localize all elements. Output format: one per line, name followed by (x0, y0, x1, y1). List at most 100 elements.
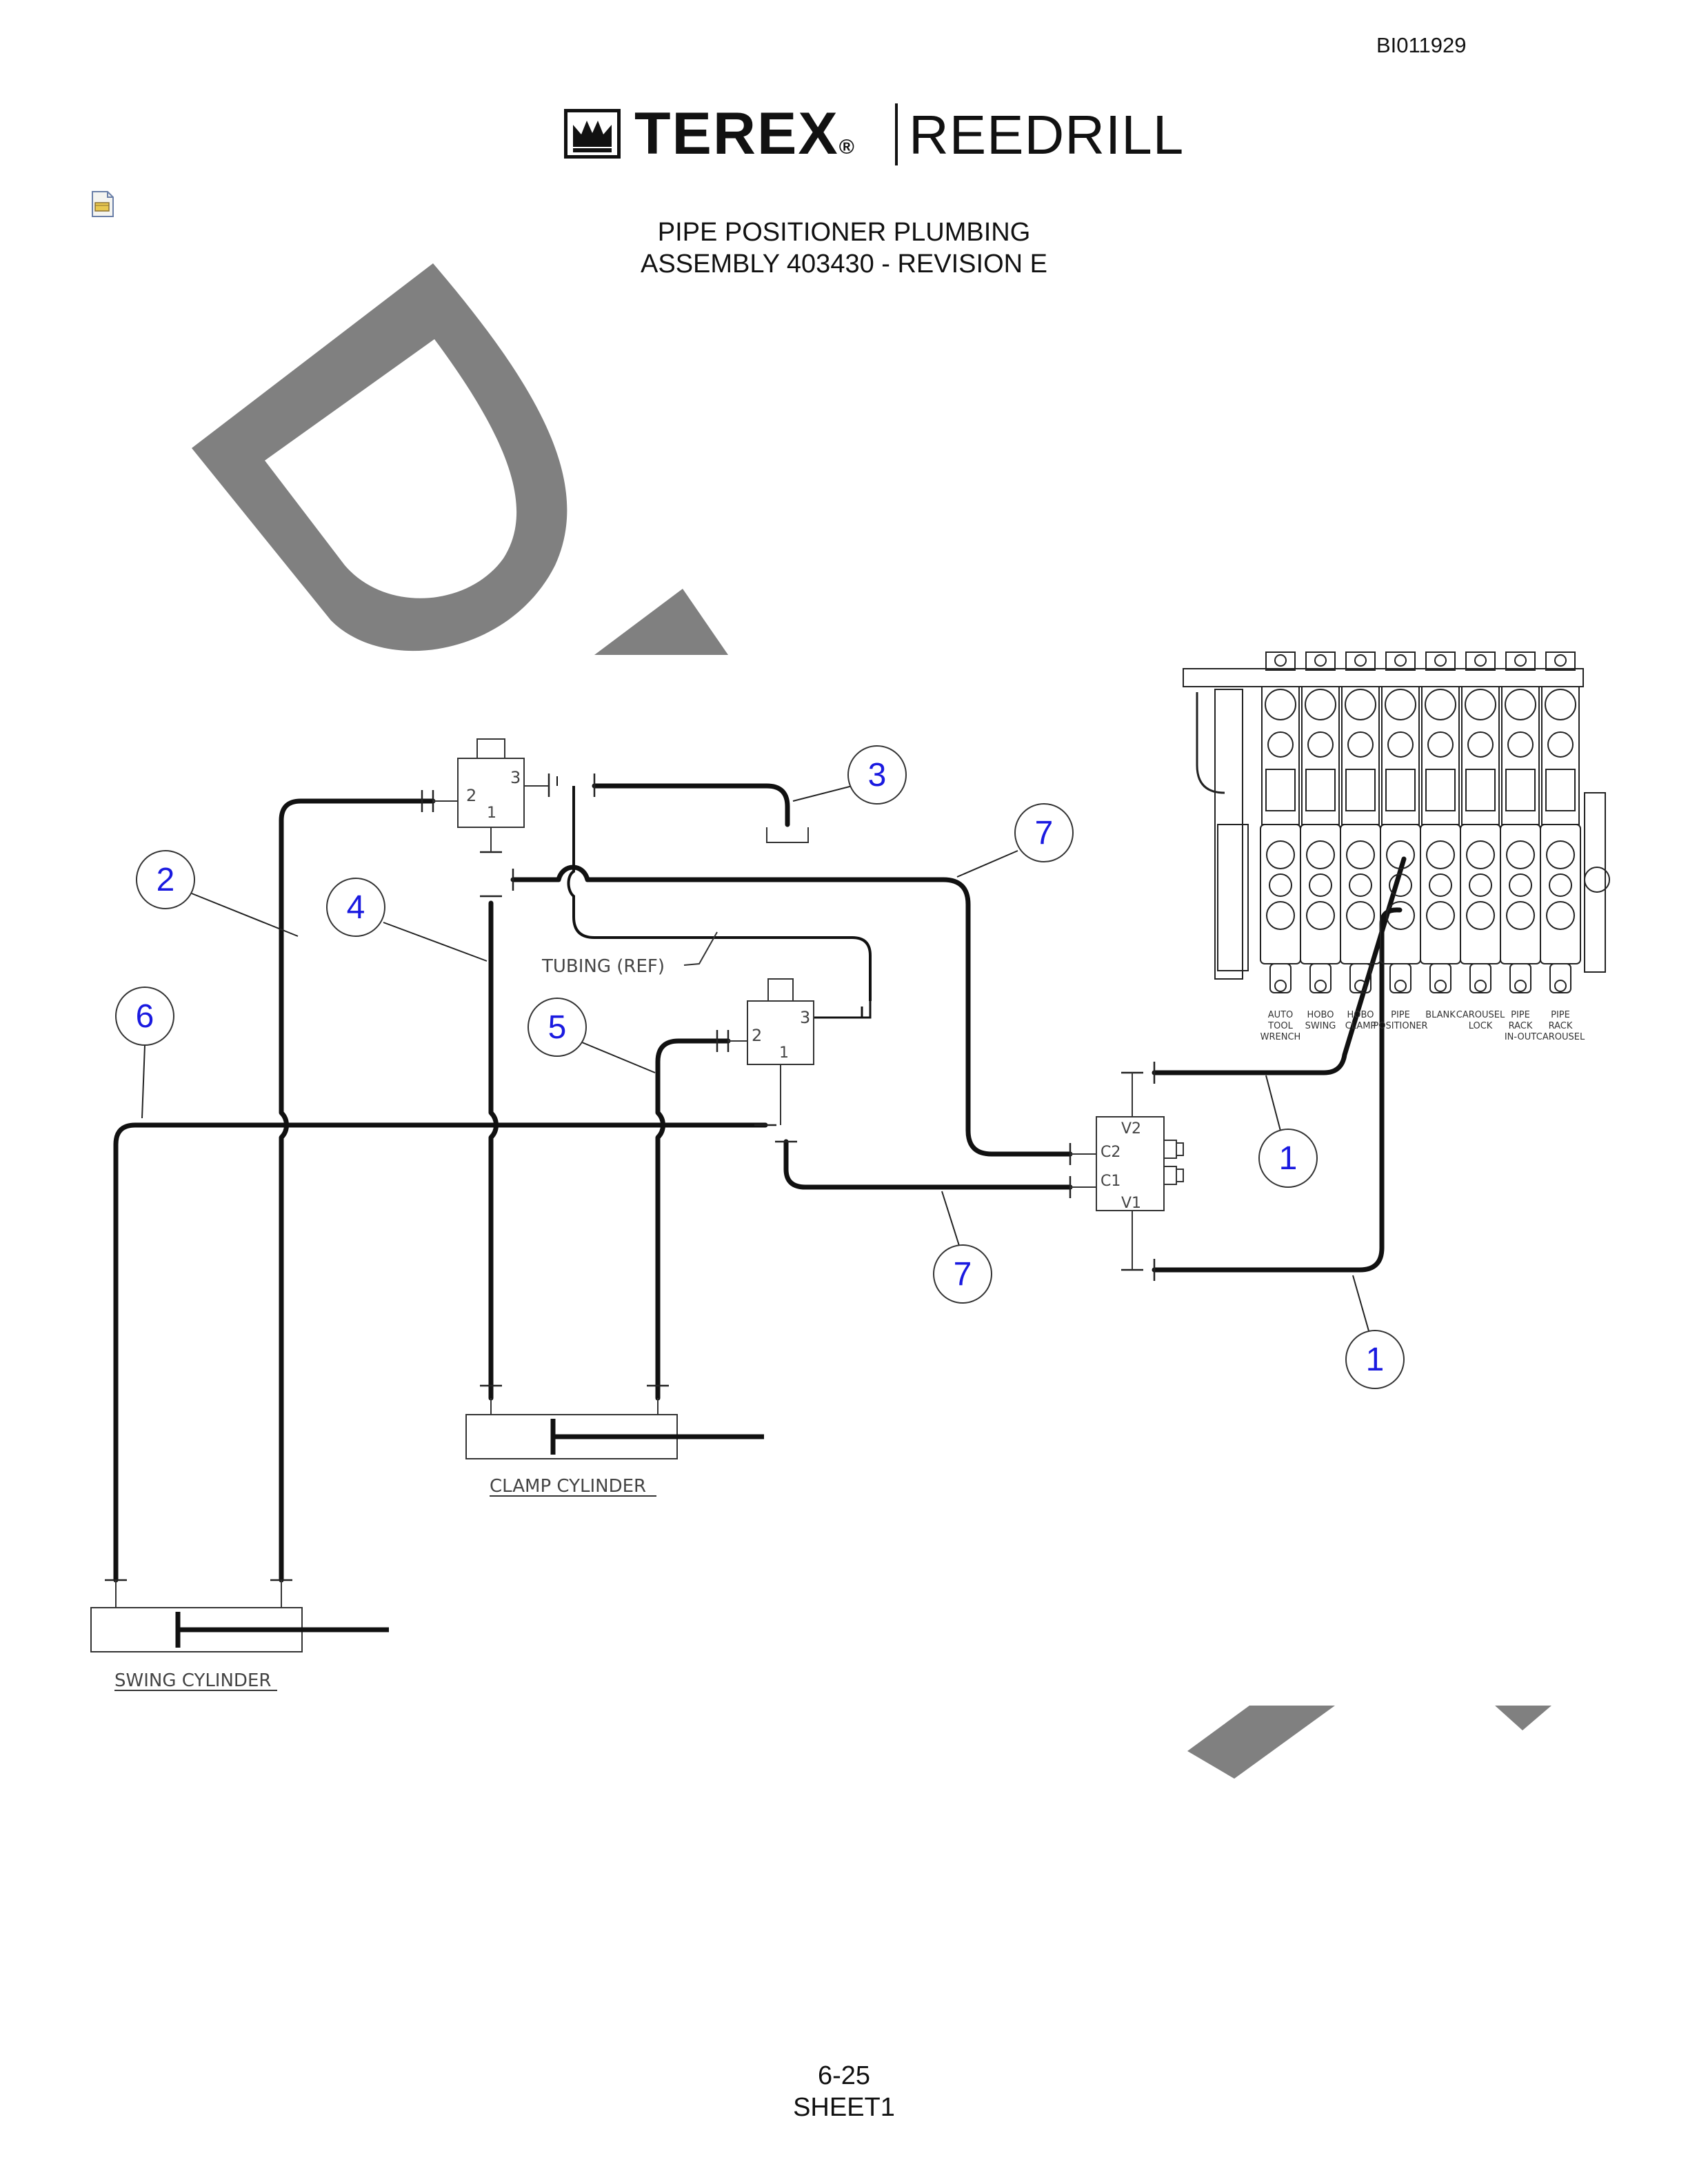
section-handle (1389, 963, 1411, 993)
counterbalance-valve: V2 C2 C1 V1 (1070, 1073, 1184, 1270)
callout-2: 2 (136, 850, 195, 909)
section-label: SWING (1305, 1021, 1336, 1031)
section-cap-bolt (1514, 654, 1527, 667)
section-handle (1349, 963, 1372, 993)
lower-valve: 2 3 1 (728, 978, 814, 1125)
section-port-a (1266, 840, 1295, 869)
terex-crown-icon (564, 109, 621, 159)
hose-7-lower (783, 1139, 1073, 1190)
section-handle-pin (1274, 980, 1287, 992)
section-cap-bolt (1474, 654, 1487, 667)
section-port-a (1306, 840, 1335, 869)
section-mid-port (1547, 731, 1574, 758)
section-spool (1345, 769, 1376, 811)
section-label: TOOL (1267, 1021, 1293, 1031)
section-spool (1425, 769, 1456, 811)
section-port-b (1546, 901, 1575, 930)
section-handle-pin (1474, 980, 1487, 992)
title-line-2: ASSEMBLY 403430 - REVISION E (641, 250, 1047, 279)
section-label: HOBO (1347, 1010, 1374, 1020)
section-cap-bolt (1354, 654, 1367, 667)
section-mid-port (1267, 731, 1294, 758)
section-upper-port (1425, 689, 1456, 720)
sheet-number: SHEET1 (793, 2093, 895, 2122)
tubing-label: TUBING (REF) (541, 956, 665, 977)
svg-text:7: 7 (954, 1256, 972, 1293)
section-port-center (1469, 873, 1492, 897)
section-label: LOCK (1469, 1021, 1493, 1031)
lower-valve-port-1: 1 (779, 1044, 789, 1062)
port-v2: V2 (1121, 1120, 1141, 1138)
logo-separator (895, 103, 898, 165)
svg-text:1: 1 (1366, 1342, 1385, 1378)
section-handle (1549, 963, 1571, 993)
section-upper-port (1305, 689, 1336, 720)
section-cap (1345, 651, 1376, 671)
section-label: CAROUSEL (1536, 1032, 1585, 1042)
section-port-b (1266, 901, 1295, 930)
section-port-b (1306, 901, 1335, 930)
section-upper-port (1505, 689, 1536, 720)
title-line-1: PIPE POSITIONER PLUMBING (657, 218, 1031, 247)
page-footer: 6-25 SHEET1 (0, 2060, 1688, 2123)
callout-5: 5 (528, 998, 587, 1057)
hose-4 (488, 900, 499, 1401)
section-upper-port (1465, 689, 1496, 720)
section-handle-pin (1554, 980, 1567, 992)
section-cap (1265, 651, 1296, 671)
section-port-a (1466, 840, 1495, 869)
hose-3 (592, 783, 790, 827)
section-port-a (1426, 840, 1455, 869)
section-work (1540, 824, 1581, 964)
section-work (1460, 824, 1501, 964)
section-label: WRENCH (1260, 1032, 1301, 1042)
hose-2 (279, 798, 436, 1583)
section-port-center (1349, 873, 1372, 897)
svg-text:2: 2 (157, 862, 175, 898)
port-v1: V1 (1121, 1195, 1141, 1212)
section-port-a (1506, 840, 1535, 869)
svg-text:3: 3 (868, 757, 887, 793)
document-id: BI011929 (1376, 33, 1467, 57)
upper-valve: 2 3 1 (433, 738, 549, 852)
section-port-center (1309, 873, 1332, 897)
upper-valve-port-1: 1 (487, 805, 496, 822)
section-cap (1505, 651, 1536, 671)
callout-1-upper: 1 (1258, 1129, 1318, 1188)
section-spool (1465, 769, 1496, 811)
section-cap-bolt (1274, 654, 1287, 667)
section-port-center (1429, 873, 1452, 897)
port-c2: C2 (1101, 1144, 1121, 1161)
section-cap-bolt (1434, 654, 1447, 667)
section-port-b (1426, 901, 1455, 930)
attachment-icon[interactable] (90, 190, 116, 218)
section-work (1300, 824, 1341, 964)
section-port-a (1346, 840, 1375, 869)
section-cap-bolt (1554, 654, 1567, 667)
callout-6: 6 (115, 987, 174, 1046)
section-label: POSITIONER (1373, 1021, 1427, 1031)
section-port-center (1509, 873, 1532, 897)
section-work (1260, 824, 1301, 964)
section-label: PIPE (1391, 1010, 1410, 1020)
section-handle-pin (1314, 980, 1327, 992)
section-cap (1385, 651, 1416, 671)
section-label: HOBO (1307, 1010, 1334, 1020)
section-handle (1269, 963, 1292, 993)
manifold-end-port (1584, 867, 1610, 893)
manifold-end-right (1584, 792, 1606, 973)
section-handle (1509, 963, 1531, 993)
section-upper-port (1385, 689, 1416, 720)
callout-3: 3 (847, 745, 907, 805)
callout-1-lower: 1 (1345, 1330, 1405, 1389)
svg-text:6: 6 (136, 998, 154, 1035)
section-mid-port (1427, 731, 1454, 758)
manifold-inlet-body (1214, 689, 1243, 980)
page-number: 6-25 (817, 2061, 871, 2090)
section-upper-port (1345, 689, 1376, 720)
section-spool (1265, 769, 1296, 811)
section-spool (1505, 769, 1536, 811)
section-label: IN-OUT (1505, 1032, 1536, 1042)
hose-7-upper (510, 865, 1073, 1157)
